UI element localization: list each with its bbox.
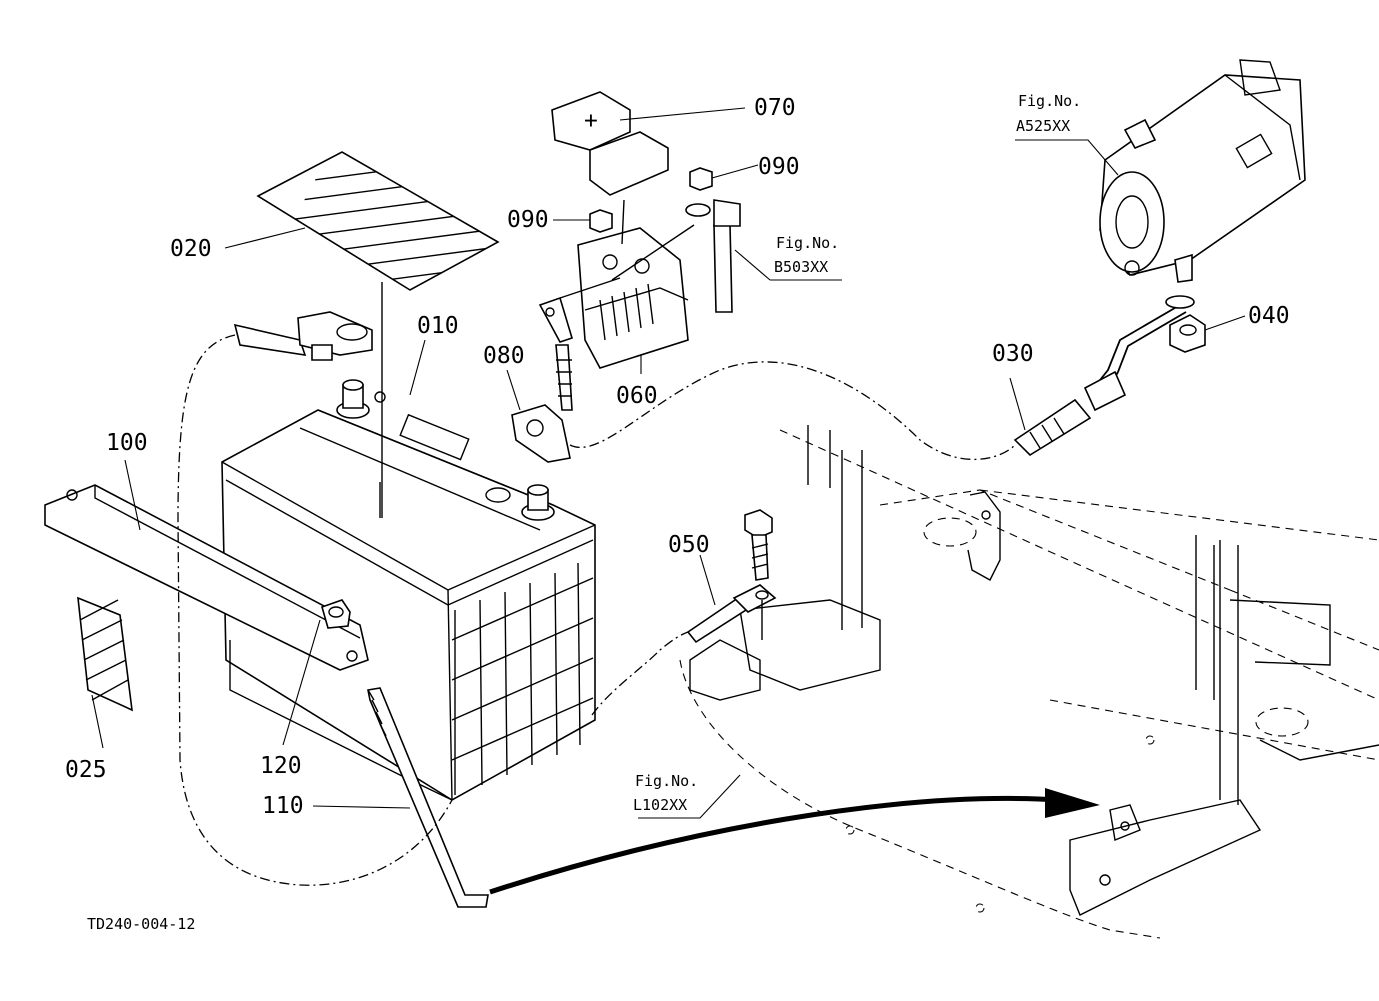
terminal-block-060 [577, 227, 689, 369]
terminal-clamp [233, 311, 373, 361]
part-label-010: 010 [417, 313, 459, 339]
ring-terminal-lead [538, 296, 573, 411]
part-label-110: 110 [262, 793, 304, 819]
part-label-050: 050 [668, 532, 710, 558]
figure-ref-harness: Fig.No. B503XX [774, 234, 839, 276]
part-label-120: 120 [260, 753, 302, 779]
part-labels: 020 010 080 060 070 090 090 030 040 050 … [65, 95, 1290, 819]
terminal-cover-070: + [551, 91, 669, 196]
figure-ref-frame: Fig.No. L102XX [633, 772, 698, 814]
part-label-060: 060 [616, 383, 658, 409]
label-sticker-025 [77, 596, 133, 712]
part-label-100: 100 [106, 430, 148, 456]
part-label-025: 025 [65, 757, 107, 783]
ground-bolt [744, 509, 773, 581]
starter-cable [1013, 295, 1195, 457]
battery-side-grid [451, 562, 594, 795]
part-label-090-right: 090 [758, 154, 800, 180]
plus-symbol: + [584, 108, 598, 134]
battery-negative-post [521, 484, 555, 521]
nut-040 [1169, 314, 1206, 353]
figure-ref-starter-line1: Fig.No. [1018, 92, 1081, 110]
part-label-020: 020 [170, 236, 212, 262]
battery-positive-post [336, 379, 370, 419]
starter-motor [1099, 59, 1306, 283]
nut-090 [589, 167, 713, 233]
ground-cable [686, 584, 777, 644]
frame-floor-plate [679, 425, 1379, 939]
cable-routing [177, 199, 1016, 886]
figure-ref-frame-line1: Fig.No. [635, 772, 698, 790]
part-label-030: 030 [992, 341, 1034, 367]
assembly-arrow [489, 788, 1100, 895]
hold-down-rod [367, 687, 489, 908]
sensor-080 [511, 404, 571, 463]
part-label-070: 070 [754, 95, 796, 121]
figure-ref-starter: Fig.No. A525XX [1016, 92, 1081, 135]
battery-holder-bar [44, 484, 369, 671]
drawing-code: TD240-004-12 [87, 915, 195, 933]
harness-tube [713, 199, 741, 313]
leader-lines [91, 107, 1246, 819]
wing-nut [321, 599, 351, 629]
part-label-040: 040 [1248, 303, 1290, 329]
figure-ref-starter-line2: A525XX [1016, 117, 1070, 135]
figure-ref-harness-line2: B503XX [774, 258, 828, 276]
battery [221, 379, 596, 801]
part-label-090-left: 090 [507, 207, 549, 233]
part-label-080: 080 [483, 343, 525, 369]
figure-ref-harness-line1: Fig.No. [776, 234, 839, 252]
figure-ref-frame-line2: L102XX [633, 796, 687, 814]
